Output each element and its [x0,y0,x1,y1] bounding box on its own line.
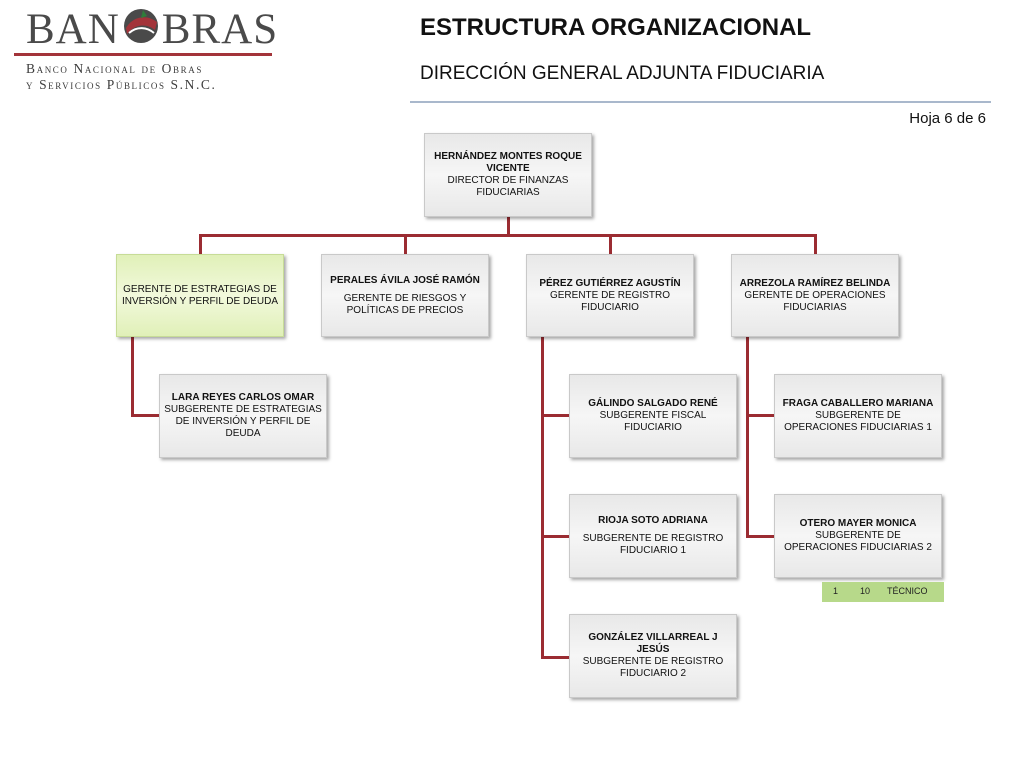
person-role: DIRECTOR DE FINANZAS FIDUCIARIAS [447,175,569,198]
person-name: LARA REYES CARLOS OMAR [171,392,315,403]
connector-line [746,337,749,538]
connector-line [746,535,774,538]
logo-text-right: BRAS [161,6,279,53]
header-divider [410,101,991,103]
person-role: GERENTE DE REGISTRO FIDUCIARIO [549,289,670,313]
person-role: GERENTE DE RIESGOS Y POLÍTICAS DE PRECIO… [343,292,467,316]
banobras-logo: BAN BRAS [26,6,278,53]
logo-subtitle-line2: y Servicios Públicos S.N.C. [26,77,217,92]
person-role: SUBGERENTE DE OPERACIONES FIDUCIARIAS 1 [784,410,932,433]
connector-line [199,234,202,254]
sheet-number: Hoja 6 de 6 [909,110,986,127]
person-name: HERNÁNDEZ MONTES ROQUE VICENTE [434,151,582,174]
org-box-sub-operations-2: OTERO MAYER MONICA SUBGERENTE DE OPERACI… [774,494,942,578]
org-box-sub-fiscal: GÁLINDO SALGADO RENÉ SUBGERENTE FISCAL F… [569,374,737,458]
person-role: SUBGERENTE DE REGISTRO FIDUCIARIO 1 [582,533,724,556]
org-box-sub-operations-1: FRAGA CABALLERO MARIANA SUBGERENTE DE OP… [774,374,942,458]
person-role: SUBGERENTE DE OPERACIONES FIDUCIARIAS 2 [784,530,932,553]
connector-line [404,234,407,254]
emblem-icon [123,9,158,43]
connector-line [199,234,817,237]
legend-category: TÉCNICO [887,586,928,596]
page-title: ESTRUCTURA ORGANIZACIONAL [420,14,812,41]
person-name: GÁLINDO SALGADO RENÉ [588,398,718,409]
person-role: GERENTE DE OPERACIONES FIDUCIARIAS [744,289,886,313]
person-name: RIOJA SOTO ADRIANA [598,515,708,526]
connector-line [507,217,510,236]
person-role: SUBGERENTE DE REGISTRO FIDUCIARIO 2 [582,656,724,679]
page-subtitle: DIRECCIÓN GENERAL ADJUNTA FIDUCIARIA [420,63,825,84]
person-role: SUBGERENTE DE ESTRATEGIAS DE INVERSIÓN Y… [164,404,322,439]
connector-line [131,337,134,417]
logo-subtitle-line1: Banco Nacional de Obras [26,61,203,76]
org-box-sub-strategy: LARA REYES CARLOS OMAR SUBGERENTE DE EST… [159,374,327,458]
logo-divider [14,53,272,56]
person-name: GONZÁLEZ VILLARREAL J JESÚS [588,632,718,655]
position-count-legend: 1 10 TÉCNICO [822,582,944,602]
person-role: SUBGERENTE FISCAL FIDUCIARIO [599,410,707,433]
connector-line [746,414,774,417]
org-box-manager-registry: PÉREZ GUTIÉRREZ AGUSTÍN GERENTE DE REGIS… [526,254,694,337]
person-name: FRAGA CABALLERO MARIANA [782,398,934,409]
logo-text-left: BAN [26,6,120,53]
person-role: GERENTE DE ESTRATEGIAS DE INVERSIÓN Y PE… [122,283,278,307]
org-box-sub-registry-2: GONZÁLEZ VILLARREAL J JESÚS SUBGERENTE D… [569,614,737,698]
org-box-manager-operations: ARREZOLA RAMÍREZ BELINDA GERENTE DE OPER… [731,254,899,337]
org-box-director: HERNÁNDEZ MONTES ROQUE VICENTE DIRECTOR … [424,133,592,217]
connector-line [131,414,159,417]
person-name: PERALES ÁVILA JOSÉ RAMÓN [330,274,480,286]
legend-count: 1 [833,586,839,596]
person-name: ARREZOLA RAMÍREZ BELINDA [739,277,891,289]
connector-line [814,234,817,254]
connector-line [541,535,569,538]
person-name: PÉREZ GUTIÉRREZ AGUSTÍN [539,277,681,289]
connector-line [541,337,544,659]
connector-line [541,414,569,417]
org-box-manager-strategy: GERENTE DE ESTRATEGIAS DE INVERSIÓN Y PE… [116,254,284,337]
person-name: OTERO MAYER MONICA [799,518,917,529]
connector-line [609,234,612,254]
org-box-manager-risk: PERALES ÁVILA JOSÉ RAMÓN GERENTE DE RIES… [321,254,489,337]
connector-line [541,656,569,659]
legend-level: 10 [860,586,871,596]
org-box-sub-registry-1: RIOJA SOTO ADRIANA SUBGERENTE DE REGISTR… [569,494,737,578]
